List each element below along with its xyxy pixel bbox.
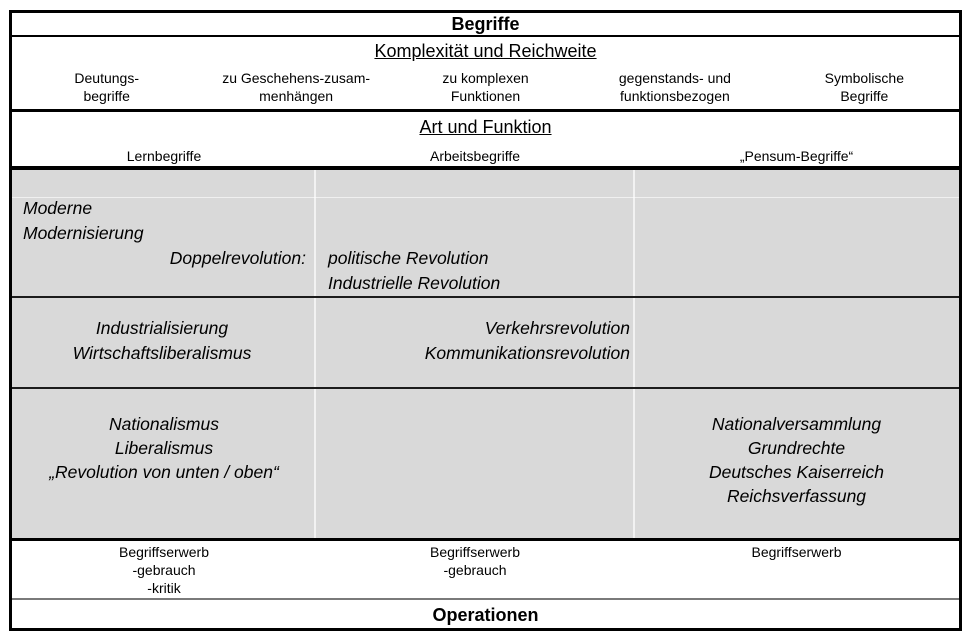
matrix-column-divider-left xyxy=(314,170,316,538)
complexity-columns: Deutungs- begriffe zu Geschehens-zusam- … xyxy=(12,69,959,105)
divider-below-title xyxy=(12,35,959,37)
complexity-col-line: begriffe xyxy=(83,88,130,104)
column-label-pensum-begriffe: „Pensum-Begriffe“ xyxy=(739,148,854,164)
concept-term: Industrialisierung xyxy=(95,318,229,338)
complexity-col-symbolische-begriffe: Symbolische Begriffe xyxy=(770,69,959,105)
complexity-col-line: Funktionen xyxy=(450,88,521,104)
complexity-col-line: Deutungs- xyxy=(74,70,139,86)
concept-term: Wirtschaftsliberalismus xyxy=(72,343,252,363)
concept-row2-left: Industrialisierung Wirtschaftsliberalism… xyxy=(12,316,312,366)
operations-col-1: Begriffserwerb -gebrauch -kritik xyxy=(12,543,316,597)
concept-term: Modernisierung xyxy=(23,223,144,243)
matrix-hairline xyxy=(12,197,959,198)
concept-row1-label: Doppelrevolution: xyxy=(169,248,306,268)
concept-row2-middle: Verkehrsrevolution Kommunikationsrevolut… xyxy=(330,316,630,366)
concept-term: Liberalismus xyxy=(114,438,214,458)
operations-col-2: Begriffserwerb -gebrauch xyxy=(316,543,634,579)
complexity-col-deutungsbegriffe: Deutungs- begriffe xyxy=(12,69,201,105)
operations-line: -gebrauch xyxy=(443,562,507,578)
concept-row1-items: politische Revolution Industrielle Revol… xyxy=(328,246,500,296)
divider-above-footer xyxy=(12,598,959,600)
concept-term: Reichsverfassung xyxy=(726,486,867,506)
operations-line: -kritik xyxy=(147,580,181,596)
concept-term: Nationalversammlung xyxy=(711,414,882,434)
complexity-col-line: gegenstands- und xyxy=(618,70,731,86)
concept-row3-right: Nationalversammlung Grundrechte Deutsche… xyxy=(634,412,959,508)
section-heading-art-funktion-label: Art und Funktion xyxy=(419,117,552,137)
column-label-lernbegriffe: Lernbegriffe xyxy=(126,148,202,164)
complexity-col-line: funktionsbezogen xyxy=(620,88,730,104)
concept-term: politische Revolution xyxy=(328,248,489,268)
concept-term: Kommunikationsrevolution xyxy=(424,343,630,363)
concept-term: Moderne xyxy=(23,198,93,218)
column-label-arbeitsbegriffe: Arbeitsbegriffe xyxy=(429,148,520,164)
complexity-col-line: zu komplexen xyxy=(442,70,529,86)
section-heading-komplexitaet: Komplexität und Reichweite xyxy=(12,40,959,62)
complexity-col-line: zu Geschehens-zusam- xyxy=(222,70,371,86)
matrix-column-divider-right xyxy=(633,170,635,538)
page-title: Begriffe xyxy=(451,14,520,34)
operations-line: Begriffserwerb xyxy=(118,544,209,560)
concept-term: Grundrechte xyxy=(747,438,846,458)
concept-term: Verkehrsrevolution xyxy=(484,318,630,338)
concept-row1-left: Moderne Modernisierung xyxy=(23,196,144,246)
concept-term: Nationalismus xyxy=(109,414,219,434)
complexity-col-line: Begriffe xyxy=(840,88,889,104)
matrix-row-divider-2 xyxy=(12,387,959,389)
concept-row3-left: Nationalismus Liberalismus „Revolution v… xyxy=(12,412,316,484)
concept-matrix-panel xyxy=(12,170,959,538)
section-heading-art-funktion: Art und Funktion xyxy=(12,116,959,138)
matrix-row-divider-1 xyxy=(12,296,959,298)
divider-matrix-bottom xyxy=(12,538,959,541)
divider-art-funktion-bottom xyxy=(12,166,959,170)
complexity-col-komplexe-funktionen: zu komplexen Funktionen xyxy=(391,69,580,105)
section-heading-komplexitaet-label: Komplexität und Reichweite xyxy=(374,41,597,61)
concept-term: Industrielle Revolution xyxy=(328,273,501,293)
operations-col-3: Begriffserwerb xyxy=(634,543,959,561)
footer-title: Operationen xyxy=(432,605,539,625)
operations-line: Begriffserwerb xyxy=(429,544,520,560)
complexity-col-geschehenszusammenhaenge: zu Geschehens-zusam- menhängen xyxy=(201,69,390,105)
complexity-col-gegenstandsbezogen: gegenstands- und funktionsbezogen xyxy=(580,69,769,105)
divider-complexity-bottom xyxy=(12,109,959,112)
complexity-col-line: menhängen xyxy=(259,88,334,104)
complexity-col-line: Symbolische xyxy=(824,70,905,86)
concept-term: „Revolution von unten / oben“ xyxy=(49,462,279,482)
concept-term: Deutsches Kaiserreich xyxy=(708,462,885,482)
operations-line: -gebrauch xyxy=(132,562,196,578)
table-outer-border xyxy=(9,10,962,631)
operations-line: Begriffserwerb xyxy=(751,544,842,560)
